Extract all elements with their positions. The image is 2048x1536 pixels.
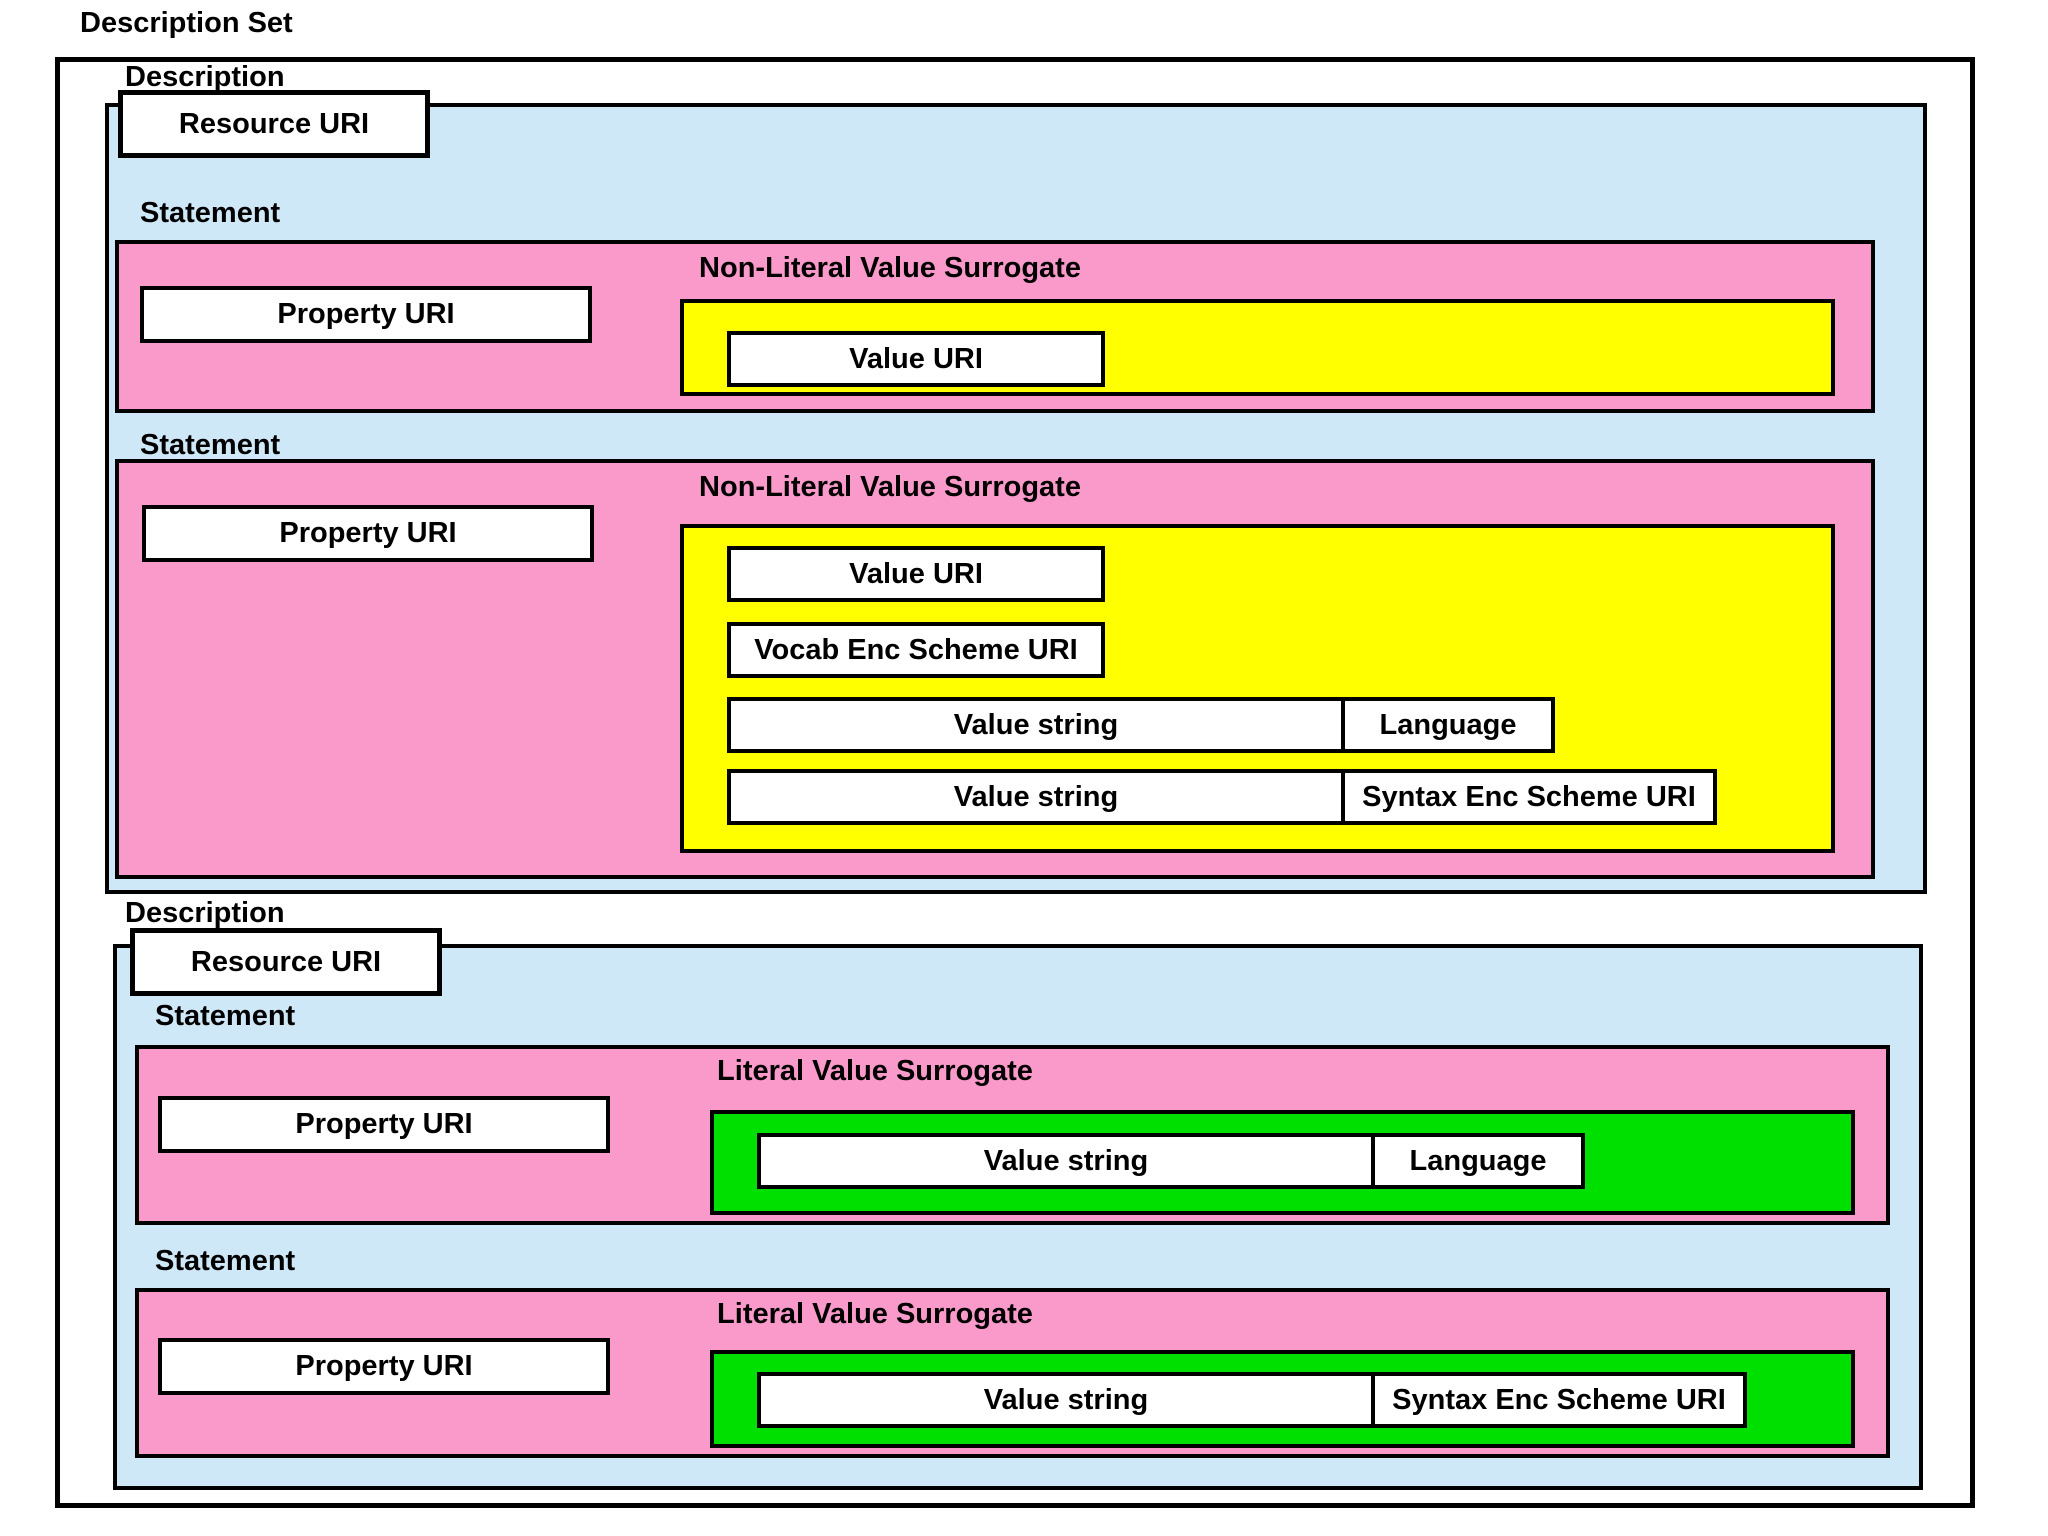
statement-3-label: Statement xyxy=(155,1000,296,1032)
language-box-2: Language xyxy=(1371,1133,1585,1189)
statement-4-label: Statement xyxy=(155,1245,296,1277)
statement-2-box: Non-Literal Value Surrogate Property URI… xyxy=(115,459,1875,879)
literal-value-surrogate-title-1: Literal Value Surrogate xyxy=(717,1055,1033,1087)
value-string-syntax-row-2: Value string Syntax Enc Scheme URI xyxy=(757,1372,1747,1428)
statement-2-label: Statement xyxy=(140,429,281,461)
literal-value-surrogate-title-2: Literal Value Surrogate xyxy=(717,1298,1033,1330)
statement-3-box: Literal Value Surrogate Property URI Val… xyxy=(135,1045,1890,1225)
non-literal-value-surrogate-title-2: Non-Literal Value Surrogate xyxy=(699,471,1081,503)
description-set-box: Description Statement Non-Literal Value … xyxy=(55,57,1975,1508)
non-literal-value-box-1: Value URI xyxy=(680,299,1835,396)
resource-uri-box-2: Resource URI xyxy=(130,928,442,996)
description-2-box: Statement Literal Value Surrogate Proper… xyxy=(113,944,1923,1490)
value-string-language-row: Value string Language xyxy=(727,697,1555,753)
description-1-box: Statement Non-Literal Value Surrogate Pr… xyxy=(105,103,1927,894)
value-uri-box-2: Value URI xyxy=(727,546,1105,602)
value-string-box-3: Value string xyxy=(757,1133,1375,1189)
property-uri-box-1: Property URI xyxy=(140,286,592,343)
value-string-syntax-row: Value string Syntax Enc Scheme URI xyxy=(727,769,1717,825)
literal-value-box-1: Value string Language xyxy=(710,1110,1855,1215)
statement-4-box: Literal Value Surrogate Property URI Val… xyxy=(135,1288,1890,1458)
syntax-enc-scheme-uri-box-1: Syntax Enc Scheme URI xyxy=(1341,769,1717,825)
property-uri-box-4: Property URI xyxy=(158,1338,610,1395)
description-1-label: Description xyxy=(125,61,285,93)
property-uri-box-2: Property URI xyxy=(142,505,594,562)
value-string-box-1: Value string xyxy=(727,697,1345,753)
non-literal-value-surrogate-title-1: Non-Literal Value Surrogate xyxy=(699,252,1081,284)
vocab-enc-scheme-uri-box: Vocab Enc Scheme URI xyxy=(727,622,1105,678)
syntax-enc-scheme-uri-box-2: Syntax Enc Scheme URI xyxy=(1371,1372,1747,1428)
resource-uri-box-1: Resource URI xyxy=(118,90,430,158)
value-string-box-4: Value string xyxy=(757,1372,1375,1428)
statement-1-box: Non-Literal Value Surrogate Property URI… xyxy=(115,240,1875,413)
value-uri-box-1: Value URI xyxy=(727,331,1105,387)
non-literal-value-box-2: Value URI Vocab Enc Scheme URI Value str… xyxy=(680,524,1835,853)
statement-1-label: Statement xyxy=(140,197,281,229)
literal-value-box-2: Value string Syntax Enc Scheme URI xyxy=(710,1350,1855,1448)
description-2-label: Description xyxy=(125,897,285,929)
description-set-label: Description Set xyxy=(80,7,293,39)
language-box-1: Language xyxy=(1341,697,1555,753)
property-uri-box-3: Property URI xyxy=(158,1096,610,1153)
value-string-language-row-2: Value string Language xyxy=(757,1133,1585,1189)
value-string-box-2: Value string xyxy=(727,769,1345,825)
